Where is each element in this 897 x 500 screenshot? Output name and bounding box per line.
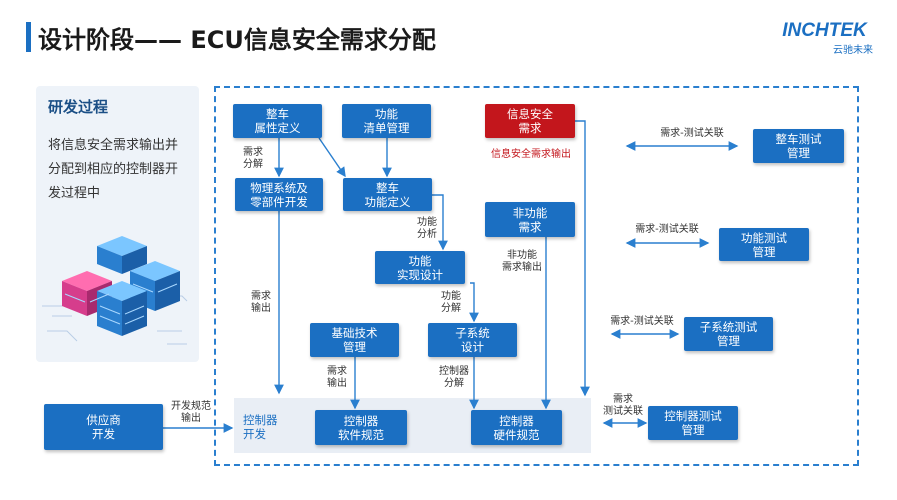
box-label: 物理系统及 零部件开发 bbox=[250, 180, 308, 209]
flow-label-dev-spec-output: 开发规范 输出 bbox=[171, 401, 211, 424]
flow-label-req-output: 需求 输出 bbox=[251, 291, 271, 314]
box-label: 功能测试 管理 bbox=[741, 230, 787, 259]
function-test-management-box: 功能测试 管理 bbox=[719, 228, 809, 261]
server-stack-illustration bbox=[42, 236, 188, 345]
flow-label-func-decomp: 功能 分解 bbox=[441, 291, 461, 314]
vehicle-function-definition-box: 整车 功能定义 bbox=[343, 178, 432, 211]
page-title: 设计阶段—— ECU信息安全需求分配 bbox=[38, 26, 436, 54]
box-label: 功能 清单管理 bbox=[363, 107, 410, 135]
box-label: 供应商 开发 bbox=[86, 413, 121, 441]
box-label: 控制器 硬件规范 bbox=[493, 413, 540, 442]
supplier-development-box: 供应商 开发 bbox=[44, 404, 163, 450]
link-label-vehicle-test: 需求-测试关联 bbox=[660, 128, 724, 139]
box-label: 功能 实现设计 bbox=[397, 253, 443, 282]
box-label: 信息安全 需求 bbox=[507, 107, 553, 135]
box-label: 整车测试 管理 bbox=[775, 132, 822, 160]
controller-software-spec-box: 控制器 软件规范 bbox=[315, 410, 407, 445]
controller-test-management-box: 控制器测试 管理 bbox=[648, 406, 738, 440]
link-label-function-test: 需求-测试关联 bbox=[635, 224, 699, 235]
process-panel: 研发过程 将信息安全需求输出并分配到相应的控制器开发过程中 bbox=[36, 86, 199, 362]
flow-label-nonfunc-output: 非功能 需求输出 bbox=[502, 250, 542, 273]
non-functional-requirement-box: 非功能 需求 bbox=[485, 202, 575, 237]
base-technology-management-box: 基础技术 管理 bbox=[310, 323, 399, 357]
box-label: 整车 属性定义 bbox=[254, 107, 301, 135]
flow-label-ctrl-decomp: 控制器 分解 bbox=[439, 366, 469, 389]
vehicle-attribute-definition-box: 整车 属性定义 bbox=[233, 104, 322, 138]
box-label: 子系统 设计 bbox=[455, 326, 490, 354]
info-security-requirement-box: 信息安全 需求 bbox=[485, 104, 575, 138]
ecu-development-frame bbox=[214, 86, 859, 466]
logo-wordmark: INCHTEK bbox=[782, 20, 867, 41]
physical-system-development-box: 物理系统及 零部件开发 bbox=[235, 178, 323, 211]
flow-label-func-analysis: 功能 分析 bbox=[417, 217, 437, 240]
subsystem-test-management-box: 子系统测试 管理 bbox=[684, 317, 773, 351]
subsystem-design-box: 子系统 设计 bbox=[428, 323, 517, 357]
brand-logo: INCHTEK 云驰未来 bbox=[772, 20, 877, 56]
box-label: 控制器测试 管理 bbox=[664, 409, 722, 437]
flow-label-info-sec-output: 信息安全需求输出 bbox=[491, 149, 571, 160]
panel-title: 研发过程 bbox=[48, 98, 109, 116]
box-label: 整车 功能定义 bbox=[364, 180, 411, 209]
vehicle-test-management-box: 整车测试 管理 bbox=[753, 129, 844, 163]
link-label-controller-test: 需求 测试关联 bbox=[603, 394, 643, 417]
function-list-management-box: 功能 清单管理 bbox=[342, 104, 431, 138]
link-label-subsystem-test: 需求-测试关联 bbox=[610, 316, 674, 327]
box-label: 非功能 需求 bbox=[512, 205, 548, 234]
logo-subtitle: 云驰未来 bbox=[833, 45, 873, 56]
panel-description: 将信息安全需求输出并分配到相应的控制器开发过程中 bbox=[48, 138, 179, 201]
box-label: 控制器 软件规范 bbox=[338, 413, 384, 442]
controller-hardware-spec-box: 控制器 硬件规范 bbox=[471, 410, 562, 445]
function-implementation-design-box: 功能 实现设计 bbox=[375, 251, 465, 284]
flow-label-req-output-2: 需求 输出 bbox=[327, 366, 347, 389]
box-label: 子系统测试 管理 bbox=[699, 320, 758, 348]
title-accent-bar bbox=[26, 22, 31, 52]
flow-label-req-decomp: 需求 分解 bbox=[243, 147, 263, 170]
box-label: 基础技术 管理 bbox=[331, 326, 378, 354]
controller-development-label: 控制器 开发 bbox=[243, 413, 278, 441]
